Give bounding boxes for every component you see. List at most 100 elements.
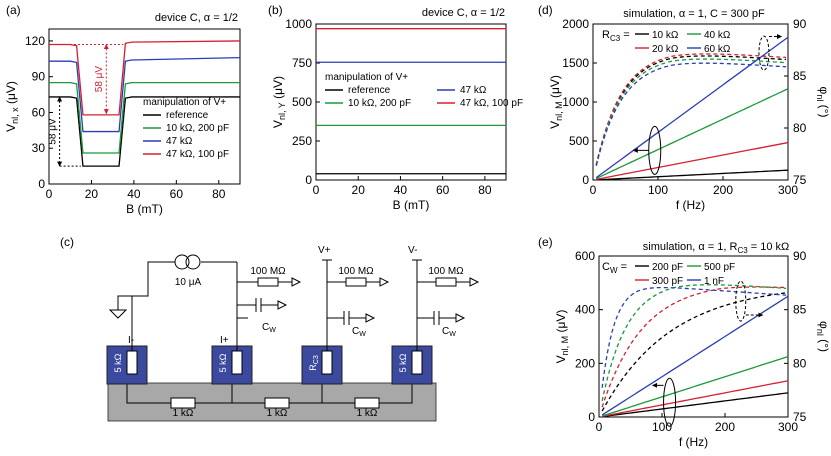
y2-axis-label-main: φ [817, 321, 831, 329]
probe-branch: 100 MΩ CW [417, 266, 480, 338]
node-label-v-plus: V+ [318, 245, 331, 256]
y-axis-label-main: V [554, 355, 568, 363]
output-arrow-icon [379, 277, 390, 287]
legend-title: manipulation of V+ [143, 97, 226, 108]
chart-title-tail: = 10 kΩ [748, 241, 790, 253]
y2-tick-label: 80 [793, 356, 807, 370]
y2-axis-label: φnl (°) [815, 87, 831, 118]
series-amplitude-line [602, 380, 789, 418]
contact-resistor [411, 350, 423, 375]
y-tick-label: 0 [588, 410, 595, 424]
x-tick-label: 0 [590, 183, 597, 197]
amplitude-group-ellipse [648, 125, 662, 175]
series-line [49, 82, 240, 154]
output-arrow-icon [291, 277, 302, 287]
x-tick-label: 20 [352, 183, 366, 197]
series-amplitude-line [596, 169, 789, 181]
y-tick-label: 0 [305, 173, 312, 187]
y-axis-label-sub: nl, M [560, 336, 570, 356]
panel-label-c: (c) [60, 235, 74, 249]
contact-resistor [321, 350, 333, 375]
y-tick-label: 600 [575, 249, 595, 263]
y-tick-label: 30 [32, 141, 46, 155]
panel-label-a: (a) [6, 3, 21, 17]
probe-resistor-label: 100 MΩ [428, 266, 464, 277]
y-tick-label: 250 [292, 134, 312, 148]
panel-label-e: (e) [538, 235, 553, 249]
y2-axis-label-main: φ [817, 87, 831, 95]
contact-resistor-label: 5 kΩ [398, 353, 408, 372]
source-wire [132, 261, 175, 297]
panel-label-b: (b) [268, 3, 283, 17]
y2-axis-label-sub: nl [815, 94, 825, 101]
chart-title-main: simulation, α = 1, C = 300 pF [623, 8, 765, 20]
y2-axis-label-unit: (°) [817, 101, 831, 117]
output-arrow-icon [365, 313, 376, 323]
y-tick-label: 1500 [562, 56, 589, 70]
x-tick-label: 200 [715, 420, 735, 434]
legend-entry: 1 nF [704, 276, 724, 287]
contact-label-i-plus: I+ [220, 335, 229, 346]
series-amplitude-line [595, 36, 789, 179]
rc3-sub: C3 [313, 355, 320, 364]
y-tick-label: 500 [569, 134, 589, 148]
channel-resistor-1 [170, 397, 196, 409]
annotation-text: 58 μV [47, 118, 58, 145]
chart-title: device C, α = 1/2 [155, 12, 238, 24]
x-axis-label: f (Hz) [676, 198, 705, 212]
series-phase-line [601, 284, 787, 402]
contact-resistor-label: 5 kΩ [218, 353, 228, 372]
y-axis-label-unit: (μV) [4, 81, 18, 107]
series-phase-line [595, 55, 787, 166]
x-tick-label: 40 [127, 187, 141, 201]
legend-entry: reference [166, 110, 209, 121]
series-phase-line [595, 58, 787, 166]
series-amplitude-line [596, 141, 789, 181]
circuit-schematic: 1 kΩ 1 kΩ 1 kΩ 5 kΩ 5 kΩ RC3 5 kΩ I- I+ … [106, 245, 480, 422]
contact-resistor [126, 350, 138, 375]
y-tick-label: 0 [582, 173, 589, 187]
x-tick-label: 80 [212, 187, 226, 201]
channel-resistor-label: 1 kΩ [267, 408, 288, 419]
x-tick-label: 40 [394, 183, 408, 197]
contact-resistor [231, 350, 243, 375]
legend-prefix: RC3 = [602, 29, 630, 43]
source-wire [117, 295, 132, 310]
y-tick-label: 1000 [285, 17, 312, 31]
phase-group-ellipse [758, 35, 770, 71]
y2-tick-label: 90 [793, 249, 807, 263]
legend-entry: 20 kΩ [652, 44, 679, 55]
x-tick-label: 0 [596, 420, 603, 434]
legend-prefix-main: R [602, 29, 610, 41]
legend-entry: 300 pF [652, 276, 683, 287]
y-tick-label: 200 [575, 356, 595, 370]
legend-entry: reference [348, 85, 391, 96]
chart-title-sub: C3 [737, 246, 748, 255]
x-axis-label: B (mT) [126, 202, 163, 216]
channel-resistor-3 [354, 397, 380, 409]
current-source-icon [185, 254, 201, 270]
legend-entry: 10 kΩ, 200 pF [348, 98, 411, 109]
output-arrow-icon [277, 300, 288, 310]
y-tick-label: 500 [292, 95, 312, 109]
y-tick-label: 90 [32, 70, 46, 84]
ground-icon [108, 309, 128, 319]
series-amplitude-line [601, 356, 789, 417]
contact-label-i-minus: I- [128, 335, 134, 346]
y-axis-label-main: V [548, 121, 562, 129]
y-tick-label: 60 [32, 105, 46, 119]
current-source-label: 10 μA [175, 277, 202, 288]
legend-entry: 10 kΩ, 200 pF [166, 123, 229, 134]
y-axis-label: Vnl, M (μV) [548, 75, 564, 129]
x-tick-label: 300 [778, 420, 798, 434]
x-tick-label: 0 [313, 183, 320, 197]
y-tick-label: 1000 [562, 95, 589, 109]
legend-title: manipulation of V+ [325, 72, 408, 83]
legend-entry: 47 kΩ [460, 85, 487, 96]
x-axis-label: B (mT) [393, 198, 430, 212]
y2-axis-label-unit: (°) [817, 336, 831, 352]
probe-resistor-label: 100 MΩ [250, 266, 286, 277]
